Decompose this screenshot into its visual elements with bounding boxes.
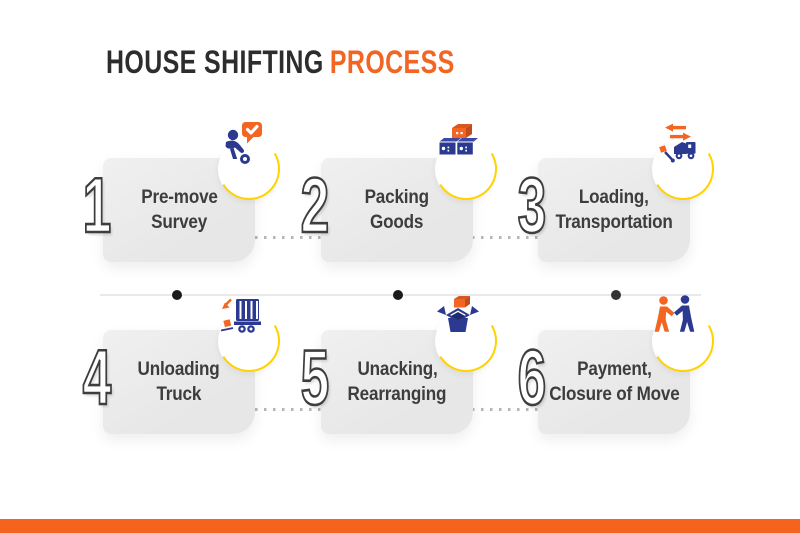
step-number: 5 — [300, 333, 330, 421]
step-label-line2: Rearranging — [347, 384, 447, 405]
timeline-dot — [393, 290, 403, 300]
step-label-line1: Unacking, — [356, 359, 438, 380]
handshake-icon — [654, 295, 695, 332]
dotted-connector — [255, 236, 321, 239]
dotted-connector — [472, 236, 538, 239]
step-number: 3 — [517, 161, 547, 249]
step-card: Unacking, Rearranging — [321, 330, 473, 434]
title-text: HOUSE SHIFTING — [106, 44, 324, 80]
packed-boxes-icon — [438, 124, 478, 156]
step-label-line1: Unloading — [138, 359, 220, 380]
step-label-line2: Truck — [156, 384, 202, 405]
step-label-line2: Survey — [151, 212, 207, 233]
step-label-line2: Closure of Move — [548, 384, 680, 405]
step-label-line2: Transportation — [555, 212, 673, 233]
dotted-connector — [255, 408, 321, 411]
survey-checklist-icon — [225, 122, 262, 164]
step-label-line1: Loading, — [579, 187, 649, 208]
dotted-connector — [472, 408, 538, 411]
step-number: 6 — [517, 333, 547, 421]
timeline-dot — [172, 290, 182, 300]
step-number: 2 — [300, 161, 330, 249]
footer-bar — [0, 519, 800, 533]
step-number: 4 — [82, 333, 112, 421]
step-label-line1: Pre-move — [140, 187, 218, 208]
trailer-unload-icon — [220, 298, 261, 333]
title-accent: PROCESS — [329, 44, 455, 80]
step-label-line2: Goods — [370, 212, 424, 233]
open-box-icon — [437, 296, 479, 332]
timeline-dot — [611, 290, 621, 300]
step-number: 1 — [82, 161, 112, 249]
step-label-line1: Packing — [364, 187, 430, 208]
step-label-line1: Payment, — [576, 359, 652, 380]
truck-arrows-icon — [659, 123, 696, 163]
